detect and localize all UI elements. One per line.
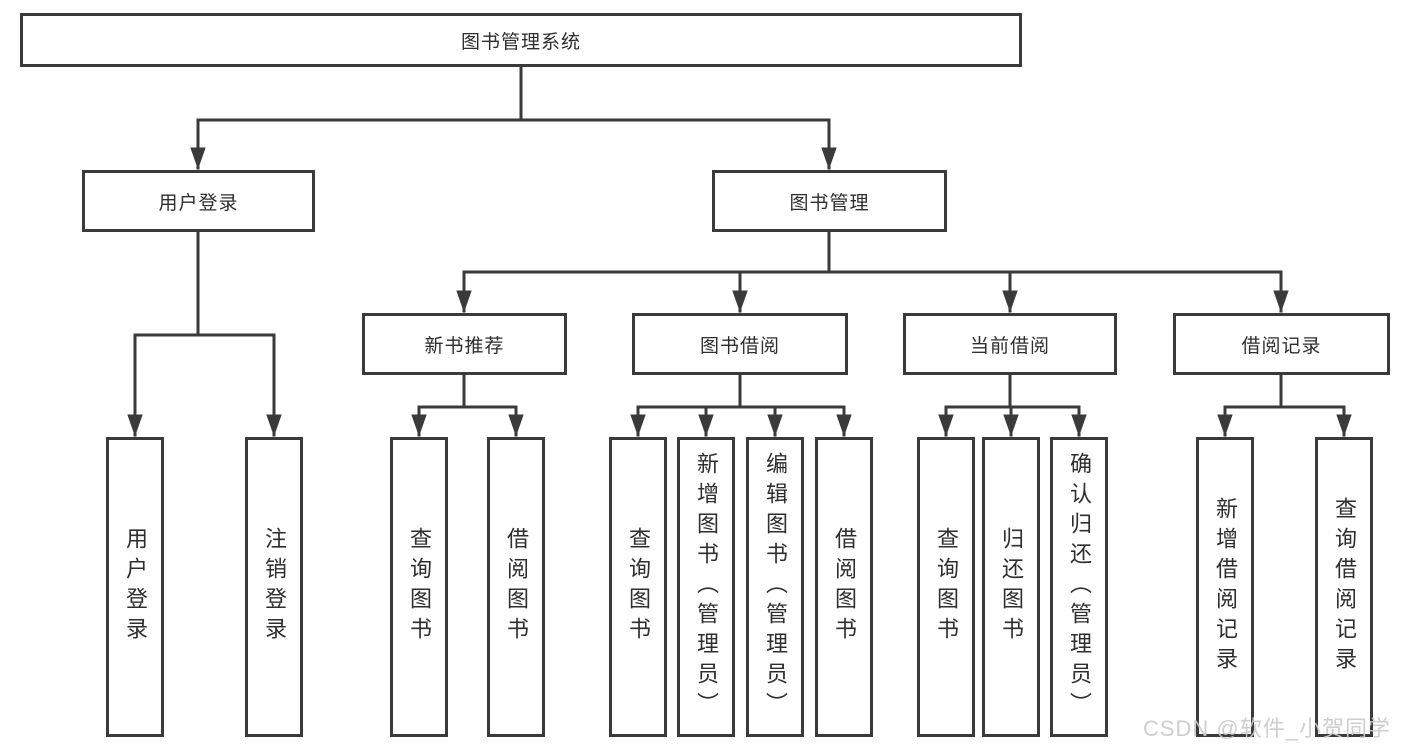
leaf-return-books: 归还图书 [982,437,1040,737]
node-current-borrowing: 当前借阅 [903,313,1117,375]
node-new-book-recommendation: 新书推荐 [362,313,567,375]
csdn-watermark: CSDN @软件_小贺同学 [1142,716,1391,741]
leaf-borrow-books: 借阅图书 [815,437,873,737]
leaf-query-books: 查询图书 [390,437,448,737]
leaf-add-borrow-record: 新增借阅记录 [1196,437,1254,737]
node-book-management: 图书管理 [712,170,947,232]
leaf-add-books-admin: 新增图书（管理员） [677,437,735,737]
leaf-query-books: 查询图书 [917,437,975,737]
leaf-user-login: 用户登录 [106,437,164,737]
leaf-edit-books-admin: 编辑图书（管理员） [746,437,804,737]
node-borrowing-records: 借阅记录 [1173,313,1390,375]
node-user-login: 用户登录 [82,170,315,232]
node-book-borrowing: 图书借阅 [632,313,848,375]
leaf-query-borrow-record: 查询借阅记录 [1315,437,1373,737]
leaf-query-books: 查询图书 [609,437,667,737]
leaf-logout: 注销登录 [245,437,303,737]
node-library-management-system: 图书管理系统 [20,13,1022,67]
leaf-confirm-return-admin: 确认归还（管理员） [1050,437,1108,737]
leaf-borrow-books: 借阅图书 [487,437,545,737]
